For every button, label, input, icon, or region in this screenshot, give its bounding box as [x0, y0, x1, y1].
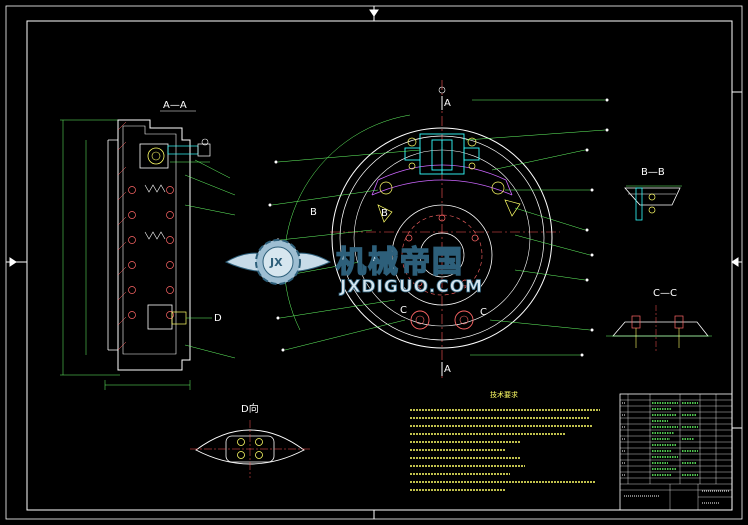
wheel-cylinder-section	[139, 138, 211, 169]
section-bb-view: B—B	[624, 167, 682, 221]
pivot-circle-left	[438, 86, 446, 94]
inner-border	[26, 20, 733, 511]
center-mark-top	[369, 9, 379, 17]
adjuster-section: D	[147, 304, 222, 330]
bolt-pattern	[128, 186, 174, 319]
section-aa-view: A—A	[60, 100, 236, 390]
center-mark-right	[731, 257, 739, 267]
wheel-cylinder	[404, 133, 480, 175]
watermark-name-en: JXDIGUO.COM	[339, 277, 483, 297]
drum-outer-circle	[331, 127, 553, 349]
hub-bore	[419, 232, 465, 278]
d-marker-label: D	[214, 313, 222, 324]
drum-inner-circle	[339, 135, 545, 341]
balloon-markers	[268, 98, 609, 357]
section-aa-label: A—A	[163, 100, 187, 111]
technical-requirements: 技术要求	[410, 390, 600, 491]
balloon-leaders	[271, 99, 606, 356]
section-b-left: B	[310, 207, 317, 218]
hub-flange	[391, 204, 493, 306]
radius-dimension-arc	[283, 114, 411, 331]
hub-bolt-holes	[405, 214, 479, 287]
section-bb-label: B—B	[641, 167, 665, 178]
center-mark-left	[9, 257, 17, 267]
section-a-bottom: A	[444, 364, 451, 375]
watermark-name-cn: 机械帝国	[336, 245, 464, 280]
section-aa-leaders	[184, 159, 236, 359]
gear-wings-logo-icon: JX	[224, 239, 332, 285]
hub-ring-dashed	[401, 214, 483, 296]
adjuster-parts	[377, 181, 521, 223]
section-a-top: A	[444, 98, 451, 109]
section-cc-label: C—C	[653, 288, 677, 299]
front-view: A A B B C C	[268, 80, 609, 378]
parts-list-table	[619, 393, 733, 511]
section-markers: A A B B C C	[310, 96, 487, 376]
anchor-pins	[410, 310, 474, 330]
drum-section-outline	[107, 119, 191, 371]
logo-letters: JX	[269, 256, 283, 269]
section-c-right: C	[480, 307, 487, 318]
section-cc-view: C—C	[606, 288, 712, 352]
return-spring	[144, 184, 166, 240]
drawing-frame	[5, 5, 743, 520]
section-aa-dimensions	[60, 119, 191, 390]
section-b-right: B	[381, 208, 388, 219]
section-c-left: C	[400, 305, 407, 316]
watermark: JX 机械帝国 JXDIGUO.COM	[224, 239, 483, 297]
tech-req-title: 技术要求	[490, 390, 518, 399]
cylinder-fittings	[407, 137, 477, 170]
d-view-label: D向	[241, 402, 259, 415]
drum-wall-hatch	[117, 121, 127, 351]
d-view: D向	[190, 402, 310, 478]
